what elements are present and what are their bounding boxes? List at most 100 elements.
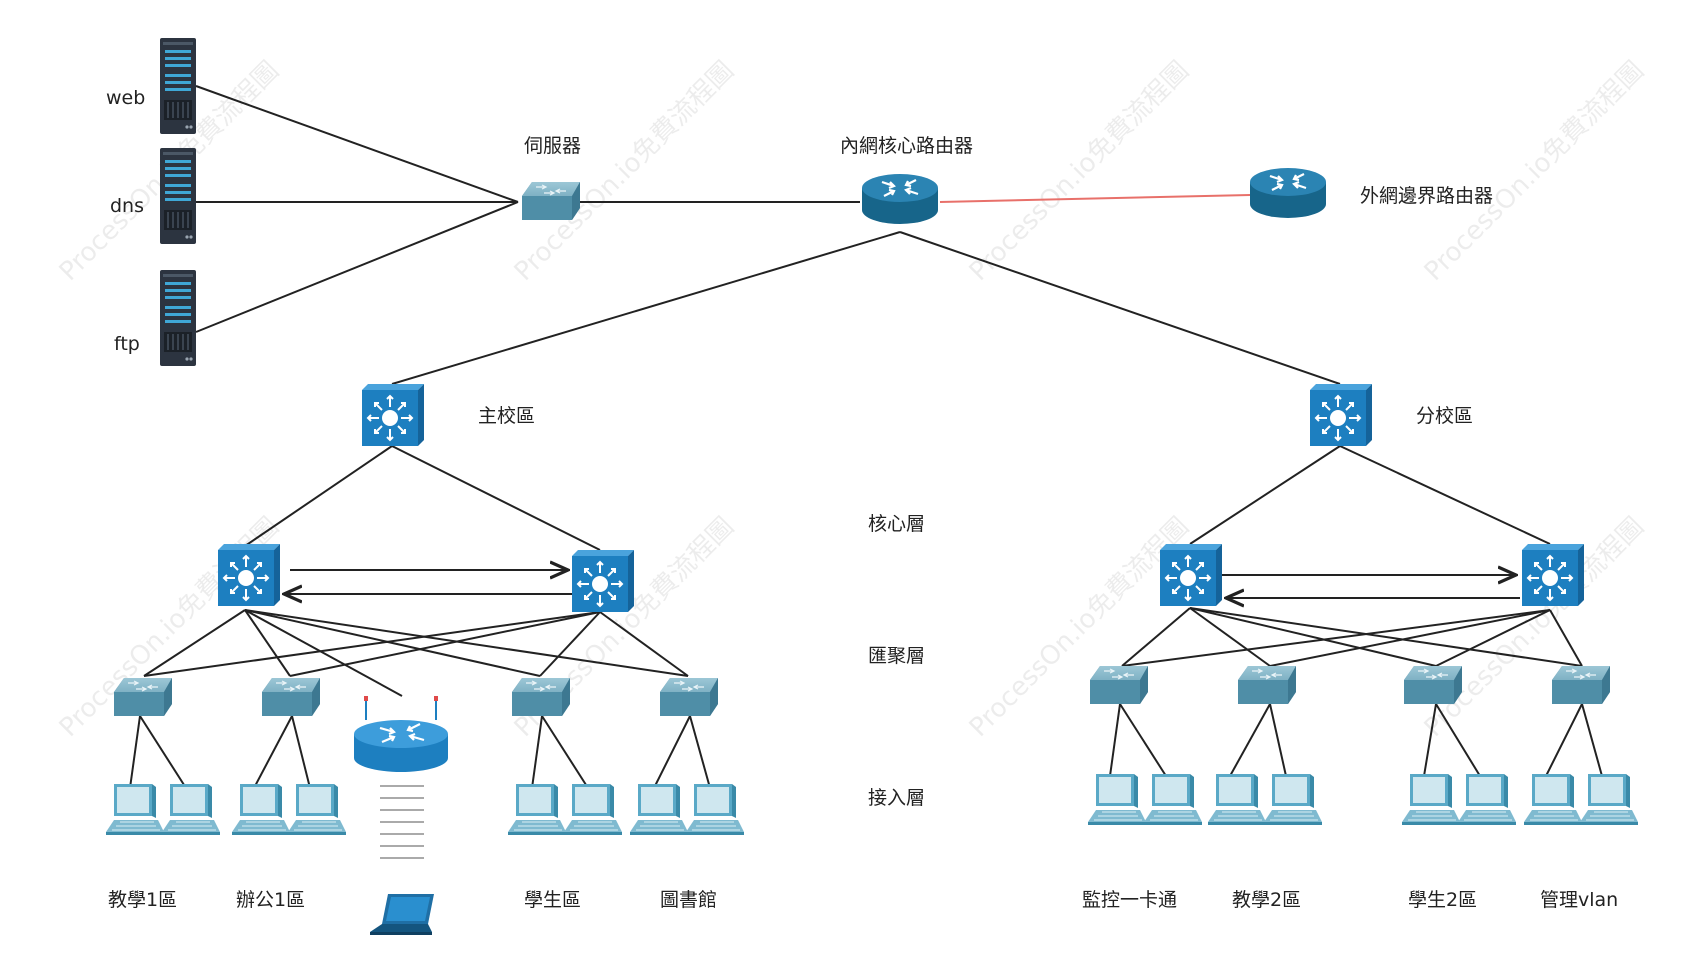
- zone-label-teaching-2: 教學2區: [1232, 889, 1301, 911]
- laptop-icon[interactable]: [370, 894, 434, 935]
- link-agg-access: [289, 611, 601, 677]
- link-web-switch: [195, 85, 519, 203]
- link-main-agg2: [391, 445, 601, 551]
- server-switch-icon[interactable]: [521, 181, 581, 221]
- link-switch-pc: [129, 715, 141, 789]
- access-switch-icon[interactable]: [659, 677, 719, 717]
- branch-aggregation-switch-2-icon[interactable]: [1521, 543, 1585, 607]
- link-switch-pc: [653, 715, 691, 789]
- link-switch-pc: [139, 715, 187, 789]
- branch-aggregation-switch-1-icon[interactable]: [1159, 543, 1223, 607]
- desktop-pc-icon[interactable]: [1207, 773, 1267, 826]
- link-switch-pc: [1119, 703, 1167, 777]
- desktop-pc-icon[interactable]: [563, 783, 623, 836]
- edge-router-icon[interactable]: [1248, 166, 1328, 220]
- link-core-branch: [899, 231, 1341, 385]
- link-branch-agg1: [1189, 445, 1341, 545]
- branch-campus-core-switch-icon[interactable]: [1309, 383, 1373, 447]
- access-switch-icon[interactable]: [1089, 665, 1149, 705]
- server-switch-label: 伺服器: [524, 135, 581, 157]
- link-switch-pc: [689, 715, 711, 789]
- link-agg-access: [1269, 609, 1551, 667]
- main-campus-core-switch-icon[interactable]: [361, 383, 425, 447]
- link-agg-access: [1189, 607, 1271, 667]
- desktop-pc-icon[interactable]: [629, 783, 689, 836]
- server-label-dns: dns: [110, 195, 144, 217]
- link-main-agg1: [244, 445, 393, 547]
- link-branch-agg2: [1339, 445, 1551, 545]
- link-agg-access: [539, 611, 601, 677]
- main-campus-label: 主校區: [478, 405, 535, 427]
- desktop-pc-icon[interactable]: [287, 783, 347, 836]
- layer-label-aggregation: 匯聚層: [868, 645, 925, 667]
- desktop-pc-icon[interactable]: [105, 783, 165, 836]
- link-switch-pc: [253, 715, 293, 789]
- desktop-pc-icon[interactable]: [231, 783, 291, 836]
- link-switch-pc: [1581, 703, 1603, 777]
- link-agg-access: [143, 609, 246, 677]
- desktop-pc-icon[interactable]: [1523, 773, 1583, 826]
- desktop-pc-icon[interactable]: [1401, 773, 1461, 826]
- link-agg-access: [599, 611, 689, 677]
- desktop-pc-icon[interactable]: [1263, 773, 1323, 826]
- link-agg-access: [1189, 607, 1437, 667]
- link-agg-access: [143, 611, 601, 677]
- desktop-pc-icon[interactable]: [507, 783, 567, 836]
- link-switch-pc: [541, 715, 589, 789]
- link-switch-pc: [1109, 703, 1121, 777]
- link-ftp-switch: [195, 201, 519, 333]
- main-aggregation-switch-1-icon[interactable]: [217, 543, 281, 607]
- layer-label-access: 接入層: [868, 787, 925, 809]
- access-switch-icon[interactable]: [511, 677, 571, 717]
- zone-label-management-vlan: 管理vlan: [1540, 889, 1618, 911]
- zone-label-student-2: 學生2區: [1408, 889, 1477, 911]
- server-group: web dns ftp: [106, 38, 196, 366]
- server-label-web: web: [106, 87, 145, 109]
- desktop-pc-icon[interactable]: [685, 783, 745, 836]
- link-switch-pc: [1423, 703, 1437, 777]
- access-switch-icon[interactable]: [1403, 665, 1463, 705]
- link-core-main: [391, 231, 901, 385]
- watermark: ProcessOn.io免費流程圖: [1419, 56, 1650, 287]
- zone-label-student: 學生區: [524, 889, 581, 911]
- dns-server-icon[interactable]: [160, 148, 196, 244]
- desktop-pc-icon[interactable]: [1143, 773, 1203, 826]
- watermark: ProcessOn.io免費流程圖: [509, 56, 740, 287]
- zone-label-monitoring-card: 監控一卡通: [1082, 889, 1177, 911]
- link-agg-access: [1189, 607, 1583, 667]
- desktop-pc-icon[interactable]: [161, 783, 221, 836]
- branch-campus-label: 分校區: [1416, 405, 1473, 427]
- edge-router-label: 外網邊界路由器: [1360, 185, 1493, 207]
- access-switch-icon[interactable]: [261, 677, 321, 717]
- link-switch-pc: [1269, 703, 1287, 777]
- core-router-label: 內網核心路由器: [840, 135, 973, 157]
- access-switch-icon[interactable]: [1237, 665, 1297, 705]
- desktop-pc-icon[interactable]: [1457, 773, 1517, 826]
- zone-label-teaching-1: 教學1區: [108, 889, 177, 911]
- core-router-icon[interactable]: [860, 172, 940, 226]
- link-agg-access: [244, 609, 541, 677]
- ftp-server-icon[interactable]: [160, 270, 196, 366]
- watermark: ProcessOn.io免費流程圖: [964, 512, 1195, 743]
- link-switch-pc: [1435, 703, 1481, 777]
- desktop-pc-icon[interactable]: [1087, 773, 1147, 826]
- link-switch-pc: [1545, 703, 1583, 777]
- watermark: ProcessOn.io免費流程圖: [964, 56, 1195, 287]
- server-label-ftp: ftp: [114, 333, 140, 355]
- link-agg-access: [244, 609, 403, 697]
- desktop-pc-icon[interactable]: [1579, 773, 1639, 826]
- link-agg-access: [1549, 609, 1583, 667]
- link-agg-access: [1121, 609, 1551, 667]
- link-switch-pc: [291, 715, 311, 789]
- access-switch-icon[interactable]: [113, 677, 173, 717]
- web-server-icon[interactable]: [160, 38, 196, 134]
- link-agg-access: [244, 609, 291, 677]
- link-agg-access: [1121, 607, 1191, 667]
- link-agg-access: [244, 609, 689, 677]
- connection-lines: [129, 85, 1603, 789]
- main-aggregation-switch-2-icon[interactable]: [571, 549, 635, 613]
- access-switch-icon[interactable]: [1551, 665, 1611, 705]
- wireless-ap-icon[interactable]: [352, 694, 450, 860]
- link-switch-pc: [531, 715, 543, 789]
